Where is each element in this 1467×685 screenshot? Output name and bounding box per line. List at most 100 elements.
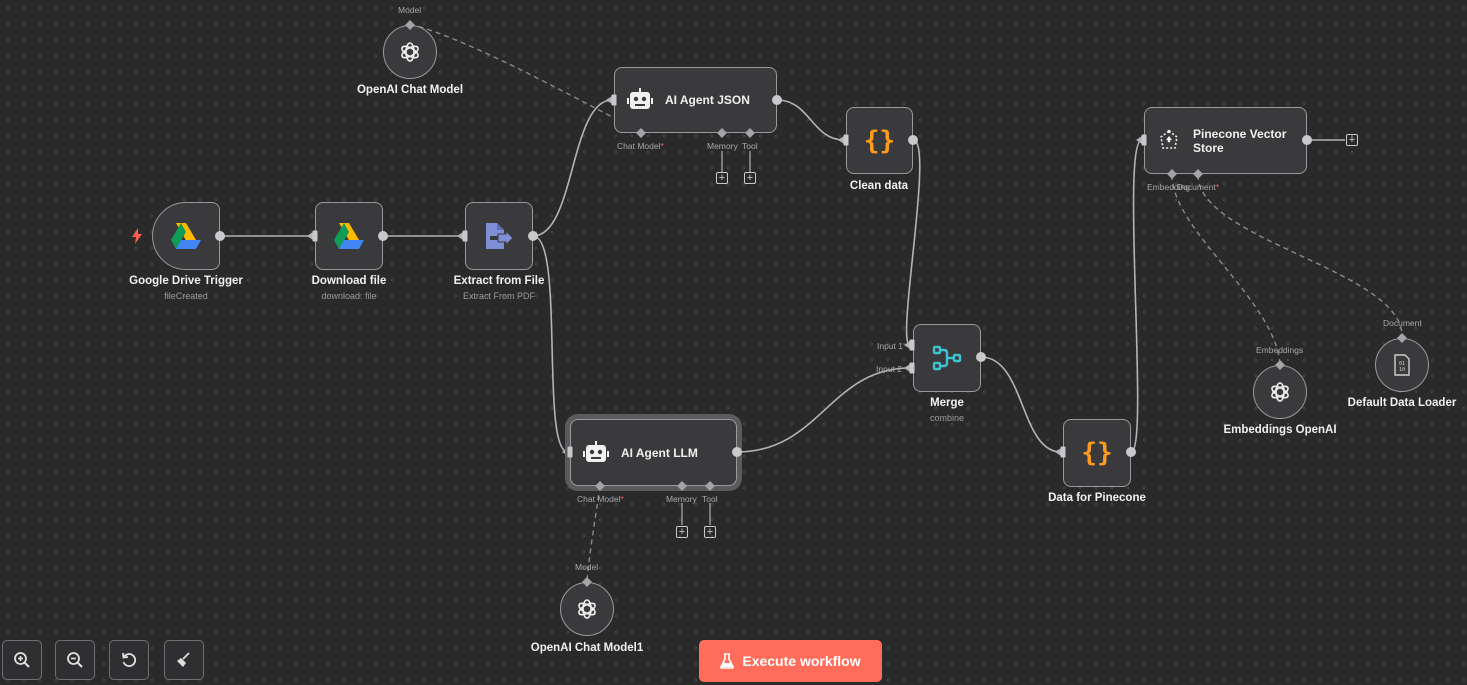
- zoom-in-icon: [14, 652, 30, 668]
- node-embeddings-openai[interactable]: [1253, 365, 1307, 419]
- node-title: Embeddings OpenAI: [1223, 424, 1337, 436]
- connection-clean-merge: [905, 139, 921, 346]
- arrowhead: [457, 232, 463, 240]
- embeddings-port-label: Embeddings: [1256, 345, 1304, 355]
- node-title: Data for Pinecone: [1048, 492, 1146, 504]
- node-clean-data[interactable]: {}: [846, 107, 913, 174]
- node-openai-chat-model[interactable]: [383, 25, 437, 79]
- add-node-button[interactable]: +: [1346, 134, 1358, 146]
- output-port[interactable]: [528, 231, 538, 241]
- port-label-tool: Tool: [742, 141, 758, 151]
- input-port[interactable]: [462, 230, 468, 242]
- add-tool-button[interactable]: +: [744, 172, 756, 184]
- port-label-memory: Memory: [707, 141, 738, 151]
- connection-datapinecone-pinecone: [1130, 139, 1143, 453]
- arrowhead: [838, 136, 844, 144]
- node-title: Download file: [311, 275, 387, 287]
- port-label-memory: Memory: [666, 494, 697, 504]
- zoom-out-button[interactable]: [55, 640, 95, 680]
- input-port[interactable]: [567, 446, 573, 458]
- google-drive-icon: [171, 223, 201, 249]
- zoom-in-button[interactable]: [2, 640, 42, 680]
- output-port[interactable]: [908, 135, 918, 145]
- node-subtitle: Extract From PDF: [462, 291, 536, 301]
- output-port[interactable]: [772, 95, 782, 105]
- output-port[interactable]: [976, 352, 986, 362]
- arrowhead: [606, 96, 612, 104]
- node-subtitle: combine: [929, 413, 965, 423]
- svg-text:10: 10: [1399, 367, 1405, 373]
- tidy-up-icon: [177, 652, 190, 667]
- input-1-label: Input 1: [877, 341, 903, 351]
- node-default-data-loader[interactable]: 01 10: [1375, 338, 1429, 392]
- node-title: Extract from File: [453, 275, 545, 287]
- zoom-out-icon: [67, 652, 83, 668]
- pinecone-icon: [1160, 129, 1178, 149]
- output-port[interactable]: [732, 447, 742, 457]
- add-memory-button[interactable]: +: [676, 526, 688, 538]
- add-tool-button[interactable]: +: [704, 526, 716, 538]
- openai-icon: [578, 599, 596, 619]
- execute-workflow-button[interactable]: Execute workflow: [699, 640, 882, 682]
- execute-workflow-label: Execute workflow: [742, 653, 861, 669]
- node-title: OpenAI Chat Model: [356, 84, 464, 96]
- arrowhead: [1136, 136, 1142, 144]
- port-label-chat-model: Chat Model*: [617, 141, 664, 151]
- arrowhead: [562, 448, 568, 456]
- node-google-drive-trigger[interactable]: [152, 202, 220, 270]
- node-title: Clean data: [849, 180, 909, 192]
- output-port[interactable]: [1302, 135, 1312, 145]
- input-port[interactable]: [1060, 446, 1066, 458]
- node-ai-agent-json[interactable]: AI Agent JSON: [614, 67, 777, 133]
- connection-extract-agentjson: [532, 99, 613, 237]
- add-memory-button[interactable]: +: [716, 172, 728, 184]
- node-ai-agent-llm[interactable]: AI Agent LLM: [570, 419, 737, 486]
- input-port[interactable]: [1141, 134, 1147, 146]
- document-port-label: Document: [1383, 318, 1422, 328]
- arrowhead: [904, 364, 910, 372]
- file-export-icon: [486, 223, 514, 249]
- node-extract-from-file[interactable]: [465, 202, 533, 270]
- input-port[interactable]: [611, 94, 617, 106]
- reset-zoom-button[interactable]: [109, 640, 149, 680]
- port-label-chat-model: Chat Model*: [577, 494, 624, 504]
- arrowhead: [904, 341, 910, 349]
- node-title-line-1: Pinecone Vector: [1193, 126, 1287, 141]
- robot-icon: [627, 88, 653, 109]
- merge-icon: [932, 345, 962, 371]
- input-port-1[interactable]: [909, 339, 915, 351]
- port-label-embedding: Embedding: [1147, 182, 1191, 192]
- node-title: AI Agent LLM: [621, 445, 698, 460]
- node-title: Merge: [930, 397, 964, 409]
- tidy-up-button[interactable]: [164, 640, 204, 680]
- node-openai-chat-model1[interactable]: [560, 582, 614, 636]
- node-subtitle: fileCreated: [164, 291, 208, 301]
- reset-zoom-icon: [122, 652, 137, 667]
- svg-text:01: 01: [1399, 361, 1405, 367]
- input-2-label: Input 2: [876, 364, 902, 374]
- code-braces-icon: {}: [863, 125, 896, 156]
- code-braces-icon: {}: [1081, 438, 1113, 468]
- node-title: AI Agent JSON: [665, 93, 750, 107]
- trigger-bolt-icon: [132, 228, 142, 244]
- connection-pinecone-dataloader: [1197, 174, 1403, 336]
- output-port[interactable]: [1126, 447, 1136, 457]
- input-port[interactable]: [312, 230, 318, 242]
- node-download-file[interactable]: [315, 202, 383, 270]
- connection-agentjson-clean: [776, 99, 845, 141]
- node-pinecone-vector-store[interactable]: Pinecone Vector Store: [1144, 107, 1307, 174]
- input-port[interactable]: [843, 134, 849, 146]
- node-title-line-2: Store: [1193, 140, 1224, 155]
- output-port[interactable]: [215, 231, 225, 241]
- node-merge[interactable]: [913, 324, 981, 392]
- output-port[interactable]: [378, 231, 388, 241]
- connection-merge-datapinecone: [980, 356, 1062, 453]
- arrowhead: [1055, 448, 1061, 456]
- model-port-label: Model: [398, 5, 422, 15]
- node-data-for-pinecone[interactable]: {}: [1063, 419, 1131, 487]
- google-drive-icon: [334, 223, 364, 249]
- input-port-2[interactable]: [909, 362, 915, 374]
- openai-icon: [401, 42, 419, 62]
- arrowhead: [307, 232, 313, 240]
